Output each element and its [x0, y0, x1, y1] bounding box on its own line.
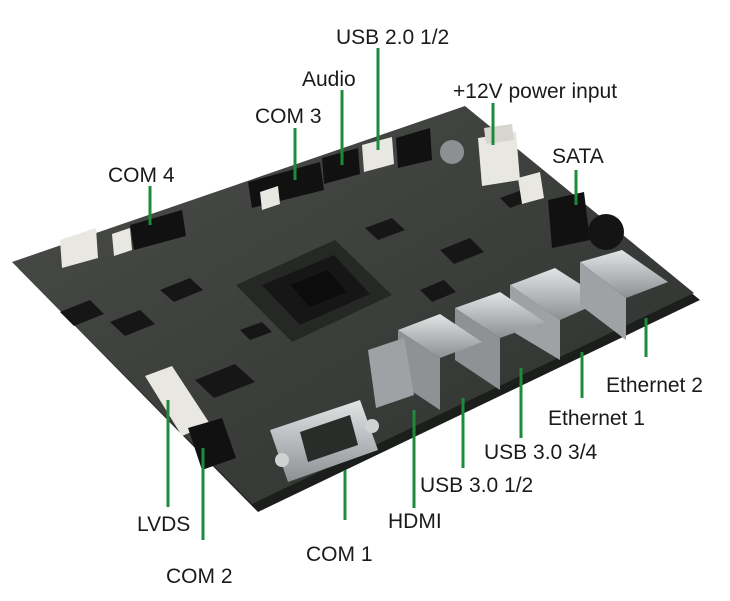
com2-header — [188, 418, 236, 470]
label-usb20: USB 2.0 1/2 — [336, 26, 450, 49]
label-usb30-34: USB 3.0 3/4 — [484, 441, 598, 464]
com3-audio-headers — [248, 148, 360, 210]
com1-db9 — [270, 400, 379, 482]
label-audio: Audio — [302, 68, 356, 91]
label-hdmi: HDMI — [388, 510, 442, 533]
com4-header — [60, 210, 186, 268]
label-lvds: LVDS — [137, 513, 191, 536]
label-com3: COM 3 — [255, 105, 322, 128]
capacitor — [440, 140, 464, 164]
label-ethernet2: Ethernet 2 — [606, 374, 703, 397]
label-com4: COM 4 — [108, 164, 175, 187]
usb20-header — [362, 128, 432, 172]
soc-chip — [236, 240, 392, 342]
label-ethernet1: Ethernet 1 — [548, 407, 645, 430]
label-com1: COM 1 — [306, 543, 373, 566]
lvds-connector — [145, 366, 210, 436]
label-power: +12V power input — [453, 80, 618, 103]
label-usb30-12: USB 3.0 1/2 — [420, 474, 534, 497]
sata-connector — [518, 172, 624, 250]
label-sata: SATA — [552, 145, 604, 168]
hdmi-port — [368, 338, 414, 408]
leader-lines — [148, 48, 648, 540]
label-com2: COM 2 — [166, 565, 233, 588]
usb30-stacks — [398, 292, 545, 410]
